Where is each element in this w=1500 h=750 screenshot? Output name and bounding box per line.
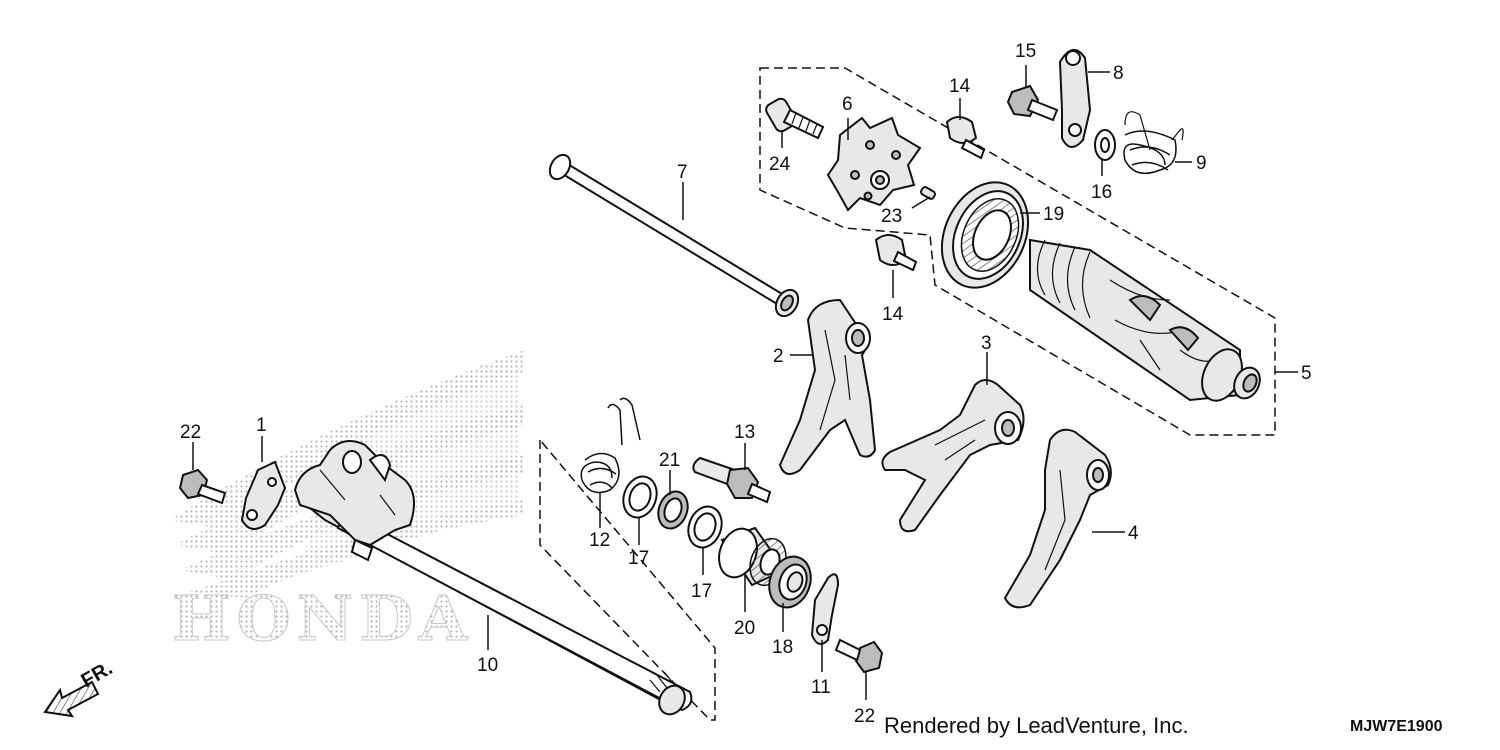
front-arrow-icon [43, 680, 100, 718]
stopper-arm [1058, 49, 1092, 148]
callout-14-top: 14 [949, 76, 971, 97]
stopper-pin-14-bottom [874, 234, 918, 272]
bearing-18 [940, 181, 1030, 289]
callout-1: 1 [256, 415, 267, 436]
callout-9: 9 [1196, 153, 1207, 174]
callout-10: 10 [477, 655, 498, 676]
plate-11 [810, 573, 840, 645]
bolt-22-right [834, 638, 884, 674]
callout-21: 21 [659, 450, 680, 471]
leader-lines [192, 65, 1298, 700]
callout-19: 20 [734, 618, 755, 639]
callout-22-right: 22 [854, 706, 875, 727]
bolt-24 [765, 97, 825, 140]
callout-24: 24 [769, 154, 791, 175]
honda-watermark: HONDA [172, 582, 473, 655]
diagram-code: MJW7E1900 [1350, 718, 1443, 735]
callout-18: 19 [1043, 204, 1064, 225]
shift-fork-shaft [548, 153, 800, 318]
bolt-22-left [178, 468, 227, 505]
washer-17-left [622, 475, 658, 519]
callout-23: 23 [881, 206, 902, 227]
stopper-spring [1123, 111, 1184, 175]
callout-5: 5 [1301, 363, 1312, 384]
callout-3: 3 [981, 333, 992, 354]
shift-fork-3 [881, 379, 1025, 533]
shift-drum-center [826, 116, 922, 212]
callout-17-left: 17 [628, 548, 649, 569]
shift-fork-2 [778, 298, 877, 475]
return-spring-12 [580, 397, 641, 494]
shift-drum [1029, 238, 1261, 402]
callout-4: 4 [1128, 523, 1139, 544]
callout-22-left: 22 [180, 422, 201, 443]
callout-6: 6 [842, 94, 853, 115]
callout-13: 13 [734, 422, 755, 443]
oil-seal-20 [768, 555, 812, 609]
pin-bolt-13 [692, 456, 772, 504]
washer-17-right [687, 505, 723, 549]
bolt-15 [1006, 84, 1059, 122]
callout-12: 12 [589, 530, 610, 551]
needle-bearing-19 [718, 526, 787, 587]
assembly-5-outline [759, 67, 1276, 436]
shift-fork-4 [1003, 428, 1112, 609]
callout-14-bottom: 14 [882, 304, 904, 325]
front-direction-indicator: FR. [43, 657, 116, 718]
callout-11: 11 [811, 677, 831, 698]
callout-16: 16 [1091, 182, 1112, 203]
credit-text: Rendered by LeadVenture, Inc. [884, 713, 1189, 738]
callout-labels: 7 6 24 23 14 15 8 16 9 19 14 5 2 3 4 1 2… [180, 41, 1312, 727]
stopper-pin-14-top [945, 116, 986, 160]
callout-20: 18 [772, 637, 793, 658]
shift-arm-10 [293, 440, 415, 562]
callout-7: 7 [677, 162, 688, 183]
callout-17-right: 17 [691, 581, 712, 602]
plate-1 [240, 460, 287, 530]
washer-16 [1094, 129, 1116, 161]
callout-15: 15 [1015, 41, 1036, 62]
callout-2: 2 [773, 346, 784, 367]
assembly-10-outline [539, 437, 716, 721]
callout-8: 8 [1113, 63, 1124, 84]
seal-21 [657, 490, 689, 530]
pin-23 [920, 186, 936, 200]
